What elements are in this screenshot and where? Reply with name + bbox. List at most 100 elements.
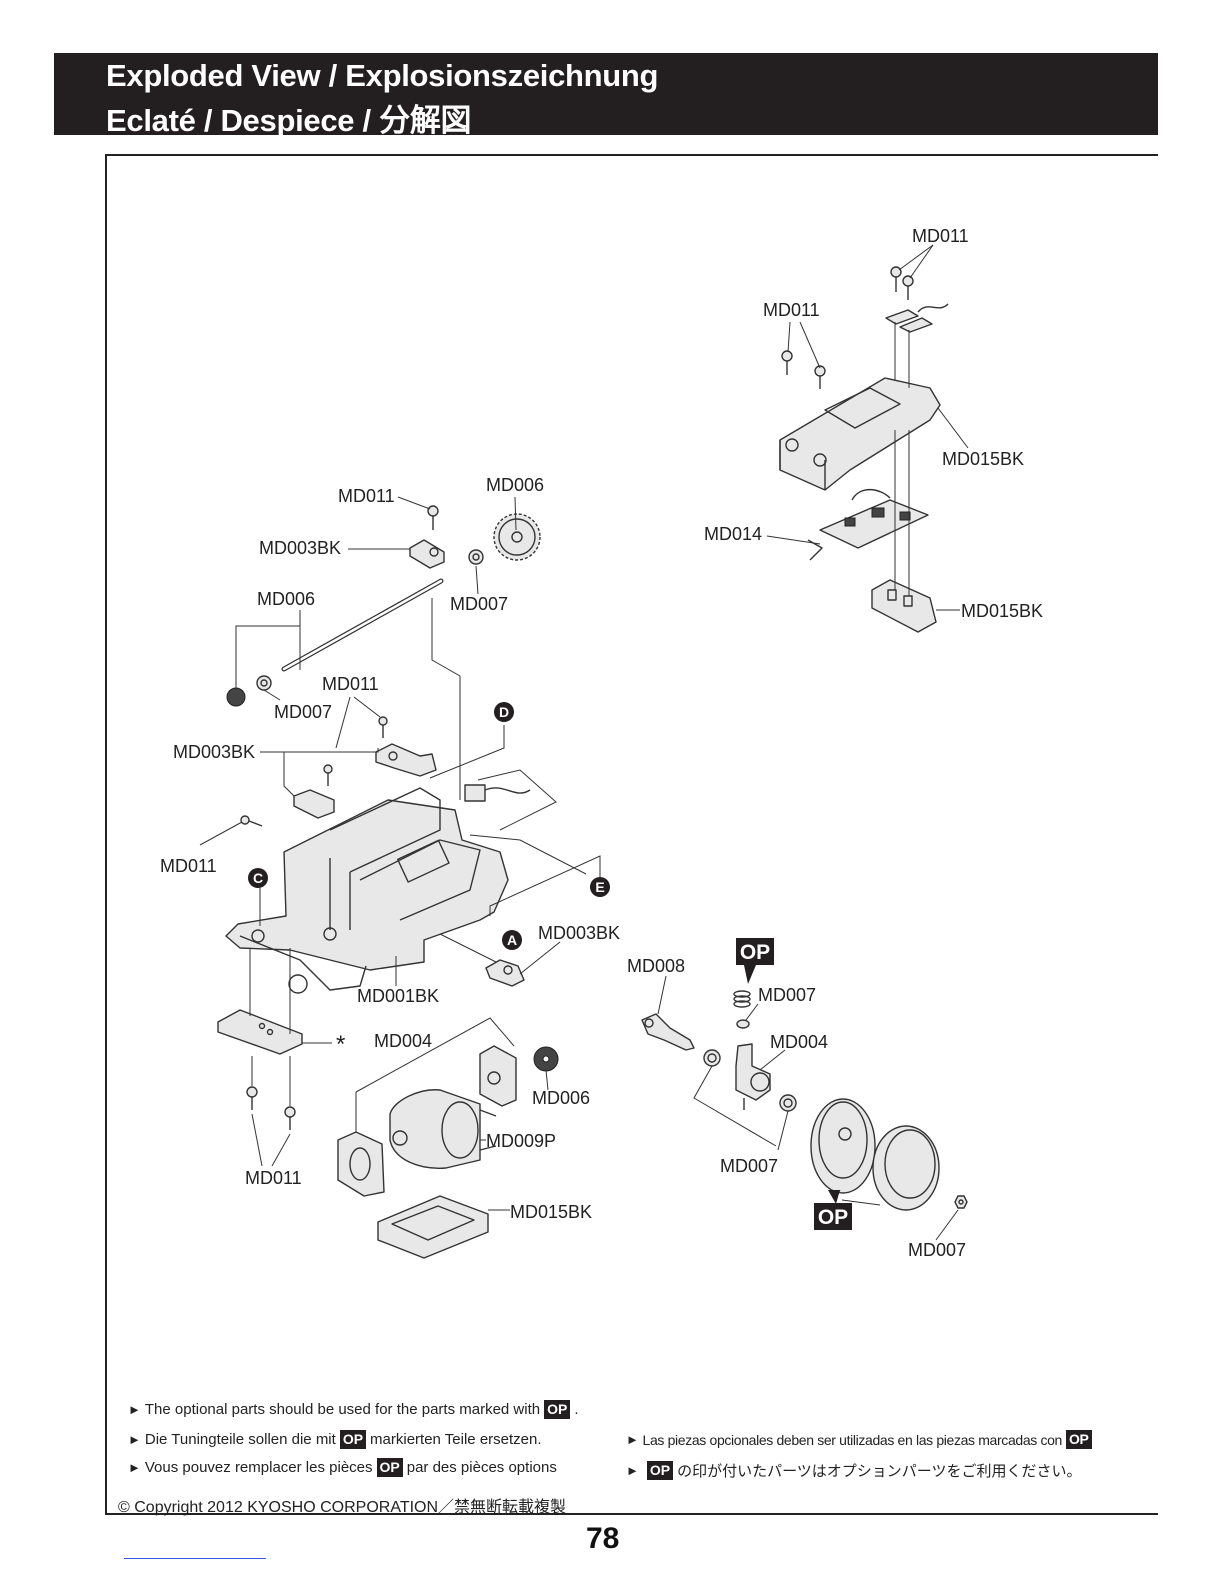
arrow-icon: ► [626, 1432, 639, 1447]
copyright: © Copyright 2012 KYOSHO CORPORATION／禁無断転… [118, 1499, 567, 1516]
note-german-after: markierten Teile ersetzen. [370, 1431, 542, 1448]
bushing-md007-left [256, 675, 272, 691]
screw-md011-upper-b [814, 365, 826, 389]
label-md006-pinion: MD006 [532, 1088, 590, 1108]
op-mark: OP [339, 1430, 367, 1449]
op-badge-wheel: OP [814, 1190, 852, 1230]
connector-plug [464, 784, 531, 802]
diagram-frame [105, 154, 1158, 1515]
bracket-md003bk-left [293, 789, 335, 819]
nut-md007 [954, 1195, 968, 1209]
leader-lines [199, 244, 969, 1241]
page-number: 78 [586, 1522, 620, 1555]
svg-text:OP: OP [818, 1206, 848, 1229]
op-mark: OP [1065, 1430, 1092, 1449]
arrow-icon: ► [128, 1460, 141, 1475]
note-english-text: The optional parts should be used for th… [144, 1401, 541, 1418]
axle-md008 [641, 1013, 695, 1051]
arrow-icon: ► [128, 1402, 141, 1417]
note-french: ► Vous pouvez remplacer les pièces OP pa… [128, 1458, 557, 1477]
chassis-md001bk [225, 787, 509, 994]
page-header: Exploded View / Explosionszeichnung Ecla… [54, 53, 1158, 138]
header-title-line1: Exploded View / Explosionszeichnung [106, 58, 659, 93]
screw-md011-left-b [323, 764, 333, 786]
cover-guides [894, 322, 910, 596]
note-japanese: ► OP の印が付いたパーツはオプションパーツをご利用ください。 [626, 1460, 1082, 1481]
label-md007-nut: MD007 [908, 1240, 966, 1260]
note-german: ► Die Tuningteile sollen die mit OP mark… [128, 1430, 542, 1449]
label-md011-upper: MD011 [763, 300, 820, 320]
label-md011-left: MD011 [160, 856, 217, 876]
skid-plate [217, 1009, 303, 1055]
op-badge-spring: OP [736, 938, 774, 984]
bushing-md007-upper [468, 549, 484, 565]
pinion-left [226, 687, 246, 707]
callout-d: D [494, 702, 514, 722]
bracket-md003bk-upper [409, 539, 445, 569]
shaft-md006 [281, 578, 444, 672]
op-mark: OP [376, 1458, 403, 1477]
label-md003bk-upper: MD003BK [259, 538, 341, 558]
bearing-md007-left [703, 1049, 721, 1067]
label-md006-shaft: MD006 [257, 589, 315, 609]
label-md011-bottom: MD011 [245, 1168, 302, 1188]
screw-md011-gear [427, 505, 439, 530]
wheel-rim [810, 1098, 876, 1194]
motor-endplate [337, 1131, 385, 1197]
asterisk-mark: * [336, 1031, 345, 1058]
svg-text:C: C [253, 870, 263, 886]
bottom-clip-md015bk-mid [871, 579, 937, 633]
label-md003bk-left: MD003BK [173, 742, 255, 762]
label-md003bk-lower: MD003BK [538, 923, 620, 943]
header-title-line2: Eclaté / Despiece / 分解図 [106, 103, 472, 138]
label-md011-top: MD011 [912, 226, 969, 246]
svg-text:A: A [507, 932, 517, 948]
label-md011-gear: MD011 [338, 486, 395, 506]
note-english: ► The optional parts should be used for … [128, 1400, 579, 1419]
washer-md007 [736, 1019, 750, 1029]
note-french-after: par des pièces options [406, 1459, 557, 1476]
label-md007-bush: MD007 [450, 594, 508, 614]
bracket-md003bk-a [485, 959, 525, 987]
note-spanish: ► Las piezas opcionales deben ser utiliz… [626, 1430, 1096, 1449]
svg-text:E: E [595, 879, 604, 895]
top-cover-md015bk [779, 377, 941, 491]
label-md006-gear: MD006 [486, 475, 544, 495]
note-french-before: Vous pouvez remplacer les pièces [144, 1459, 373, 1476]
screw-md011-top-b [902, 275, 914, 300]
label-md015bk-top: MD015BK [942, 449, 1024, 469]
label-md007-left: MD007 [274, 702, 332, 722]
callout-a: A [502, 930, 522, 950]
note-german-before: Die Tuningteile sollen die mit [144, 1431, 336, 1448]
label-md004-right: MD004 [770, 1032, 828, 1052]
label-md014: MD014 [704, 524, 762, 544]
screw-md011-top-a [890, 266, 902, 292]
tire [872, 1125, 940, 1211]
bracket-md003bk-d [375, 743, 437, 777]
callout-c: C [248, 868, 268, 888]
arrow-icon: ► [626, 1463, 639, 1478]
footer-rule [124, 1558, 266, 1559]
screw-md011-mid [378, 716, 388, 738]
label-md009p: MD009P [486, 1131, 556, 1151]
label-md001bk: MD001BK [357, 986, 439, 1006]
note-spanish-text: Las piezas opcionales deben ser utilizad… [642, 1431, 1063, 1448]
label-md015bk-bottom: MD015BK [510, 1202, 592, 1222]
bearing-md007-right [779, 1094, 797, 1112]
label-md008: MD008 [627, 956, 685, 976]
screw-md011-bottom-b [284, 1106, 296, 1130]
screw-md011-bottom-a [246, 1086, 258, 1110]
spring-md007 [733, 990, 751, 1008]
label-md007-spring: MD007 [758, 985, 816, 1005]
pcb-md014 [807, 488, 929, 561]
pinion-md006 [533, 1046, 559, 1072]
svg-text:D: D [499, 704, 509, 720]
knuckle-md004 [735, 1043, 771, 1110]
spur-gear-md006 [493, 513, 541, 561]
op-mark: OP [544, 1400, 571, 1419]
label-md007-right: MD007 [720, 1156, 778, 1176]
callout-e: E [590, 877, 610, 897]
note-japanese-text: の印が付いたパーツはオプションパーツをご利用ください。 [677, 1463, 1082, 1480]
part-labels: MD011 MD011 MD015BK MD014 MD015BK MD011 … [160, 226, 1043, 1260]
